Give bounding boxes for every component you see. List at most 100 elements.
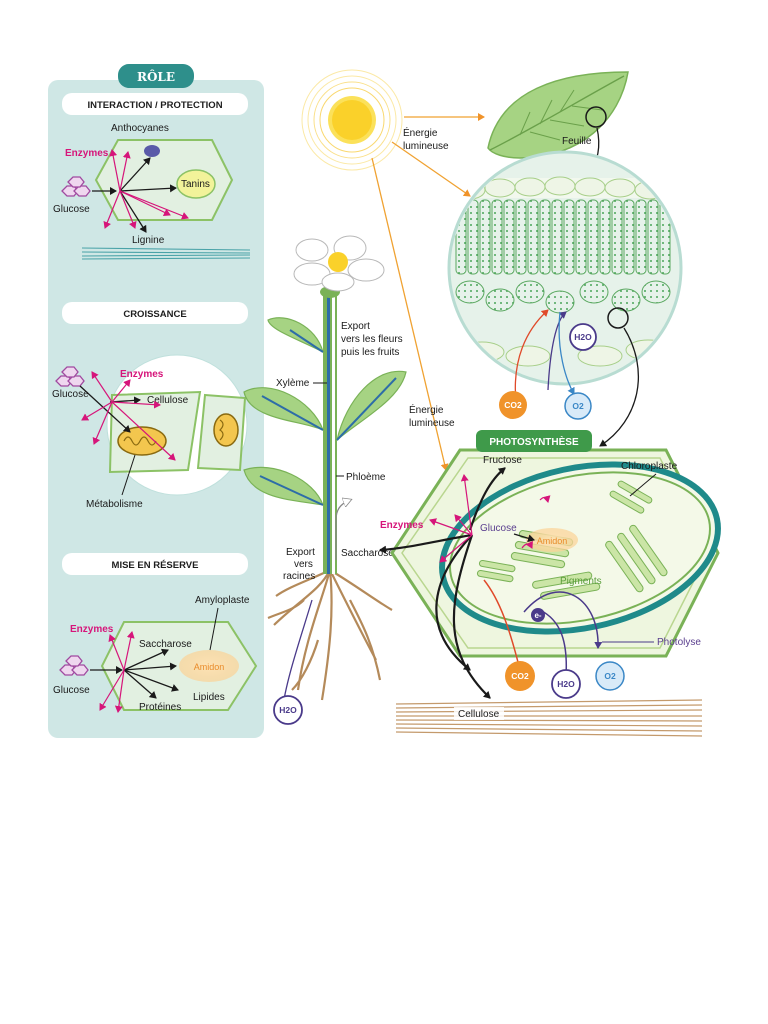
co2-bubble-cell: CO2 (505, 661, 535, 691)
label-glucose: Glucose (480, 523, 517, 534)
svg-text:H2O: H2O (557, 679, 575, 689)
cell-hexagon (94, 139, 234, 221)
svg-text:e-: e- (534, 611, 541, 620)
glucose-molecule-icon (61, 176, 91, 197)
tanin-vacuole (176, 169, 216, 199)
co2-path (483, 579, 521, 671)
mitochondrion-icon (117, 426, 167, 456)
enzyme-arrows (99, 631, 135, 713)
label-energie-1: Énergie (403, 126, 438, 139)
cellulose-fibers (395, 699, 703, 737)
role-title-badge (118, 64, 194, 88)
photosynthese-title: PHOTOSYNTHÈSE (489, 435, 579, 448)
label-glucose: Glucose (53, 204, 90, 215)
arrow-glucose-to-cellulose-2 (452, 534, 491, 699)
label-amidon: Amidon (537, 536, 568, 546)
label-export-fleurs: Export (341, 321, 370, 332)
label-cellulose: Cellulose (458, 709, 500, 720)
cellulose-label-bg (454, 707, 504, 720)
enzyme-arrows (103, 149, 189, 229)
section-header: INTERACTION / PROTECTION (87, 100, 222, 111)
label-export-fleurs-3: puis les fruits (341, 347, 399, 358)
label-feuille: Feuille (562, 136, 592, 147)
h2o-bubble-leaf: H2O (569, 323, 597, 351)
o2-bubble-cell: O2 (595, 661, 625, 691)
photolysis-arrow (523, 591, 603, 649)
label-enzymes: Enzymes (70, 624, 114, 635)
label-xyleme: Xylème (276, 378, 310, 389)
label-proteines: Protéines (139, 702, 181, 713)
mitochondrion-icon-2 (213, 413, 239, 447)
svg-text:CO2: CO2 (511, 671, 529, 681)
arrow-co2-in (514, 309, 549, 403)
arrow-h2o-in (547, 311, 567, 391)
section-header: MISE EN RÉSERVE (112, 560, 199, 571)
leader-metabolisme (121, 454, 136, 496)
enzyme-arrows (429, 474, 551, 563)
glucose-molecule-icon (59, 655, 89, 676)
role-title: RÔLE (137, 68, 175, 84)
co2-bubble-leaf: CO2 (499, 391, 527, 419)
leader-amyloplaste (209, 607, 219, 651)
arrow-to-anthocyanes (119, 157, 151, 192)
arrow-glucose-to-cellulose (435, 534, 473, 671)
roots (267, 569, 393, 701)
leaf-icon (487, 71, 629, 159)
role-panel: RÔLE INTERACTION / PROTECTION Anthocyane… (48, 64, 264, 738)
arrow-to-fructose (468, 467, 506, 531)
label-lipides: Lipides (193, 692, 225, 703)
arrow-to-saccharose (123, 648, 169, 671)
arrow-o2-out (558, 311, 575, 395)
leader-chloroplaste (629, 473, 657, 497)
label-chloroplaste: Chloroplaste (621, 461, 678, 472)
cell-zoom-marker (607, 307, 629, 329)
section-croissance: CROISSANCE Glucose Enzymes Cellulose Mét… (52, 302, 248, 510)
label-glucose: Glucose (52, 389, 89, 400)
h2o-bubble-roots: H2O (273, 695, 303, 725)
palisade-cells (455, 199, 671, 275)
section-mise-en-reserve: MISE EN RÉSERVE Amidon Amyloplaste Enzym… (53, 553, 258, 713)
xylem-vessel (327, 296, 330, 574)
svg-text:O2: O2 (604, 671, 616, 681)
label-photolyse: Photolyse (657, 637, 701, 648)
plant (243, 235, 407, 713)
label-energie-1b: lumineuse (403, 141, 449, 152)
label-enzymes: Enzymes (120, 369, 164, 380)
leaf-zoom-marker (585, 106, 607, 128)
label-pigments: Pigments (560, 576, 602, 587)
label-enzymes: Enzymes (380, 520, 424, 531)
arrow-to-tanins (119, 184, 177, 193)
section-header-pill (62, 553, 248, 575)
h2o-path (539, 609, 568, 677)
leaf-veins (259, 329, 397, 506)
section-header-pill (62, 93, 248, 115)
svg-text:H2O: H2O (279, 705, 297, 715)
sun-icon (301, 69, 403, 171)
arrow-glucose-to-amidon (513, 533, 535, 543)
spongy-cells (455, 280, 671, 314)
arrow-to-amidon (123, 662, 177, 671)
label-tanins: Tanins (181, 179, 210, 190)
label-cellulose: Cellulose (147, 395, 189, 406)
label-energie-2: Énergie (409, 403, 444, 416)
label-lignine: Lignine (132, 235, 165, 246)
label-anthocyanes: Anthocyanes (111, 123, 169, 134)
amyloplast-amidon (179, 650, 239, 682)
enzyme-arrows (81, 371, 176, 461)
section-interaction-protection: INTERACTION / PROTECTION Anthocyanes Enz… (53, 93, 251, 260)
label-amyloplaste: Amyloplaste (195, 595, 250, 606)
glucose-molecule-icon (55, 366, 85, 387)
arrow-glucose-to-saccharose (379, 533, 473, 554)
label-saccharose-plant: Saccharose (341, 548, 394, 559)
arrow-to-proteines (123, 669, 157, 699)
label-phloeme: Phloème (346, 472, 386, 483)
anthocyane-vacuole (144, 145, 160, 157)
label-saccharose: Saccharose (139, 639, 192, 650)
label-export-racines: Export (286, 547, 315, 558)
label-export-racines-2: vers (294, 559, 313, 570)
thylakoid-stacks (476, 480, 668, 600)
arrow-to-lipides (123, 669, 179, 692)
label-energie-2b: lumineuse (409, 418, 455, 429)
label-export-fleurs-2: vers les fleurs (341, 334, 403, 345)
